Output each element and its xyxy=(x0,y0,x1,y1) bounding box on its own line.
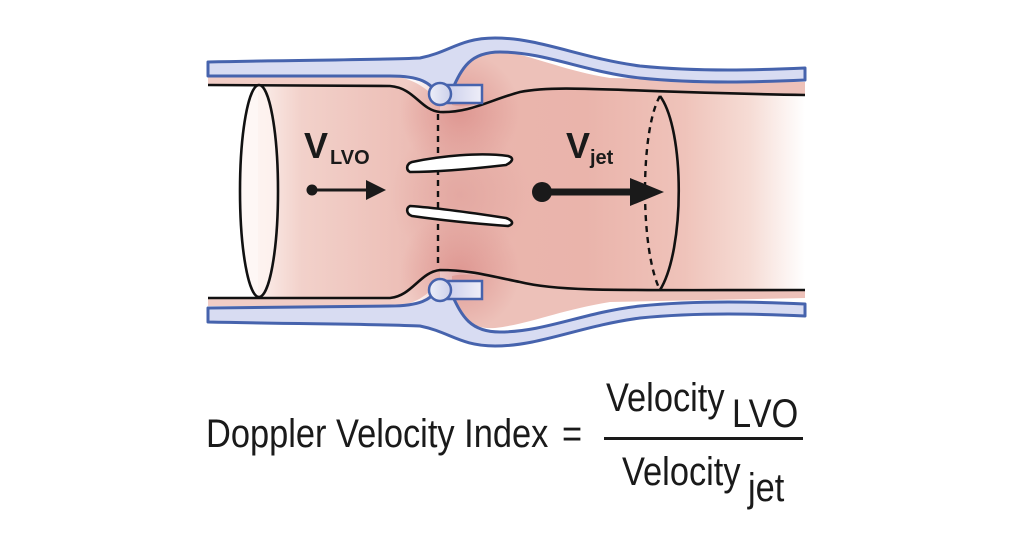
v-jet-label-sub: jet xyxy=(589,147,614,169)
jet-cross-section-front xyxy=(658,95,680,291)
vessel-wall-top xyxy=(206,36,807,98)
leaflet-bottom xyxy=(405,204,514,228)
v-jet-arrow xyxy=(532,178,664,206)
v-lvo-label: V xyxy=(304,125,328,166)
vessel-wall-bottom xyxy=(206,286,807,348)
lvot-cross-section xyxy=(238,83,280,299)
jet-cross-section-back xyxy=(643,95,662,291)
lumen-wall-top xyxy=(207,83,806,114)
sewing-ring-bottom xyxy=(427,277,453,303)
v-lvo-label-sub: LVO xyxy=(330,147,370,169)
leaflet-top xyxy=(405,153,514,174)
v-lvo-arrow xyxy=(306,180,386,200)
lumen-wall-bottom xyxy=(208,268,806,300)
sinus-bottom xyxy=(452,274,805,329)
v-jet-label: V xyxy=(566,125,590,166)
sewing-ring-top xyxy=(427,81,453,107)
